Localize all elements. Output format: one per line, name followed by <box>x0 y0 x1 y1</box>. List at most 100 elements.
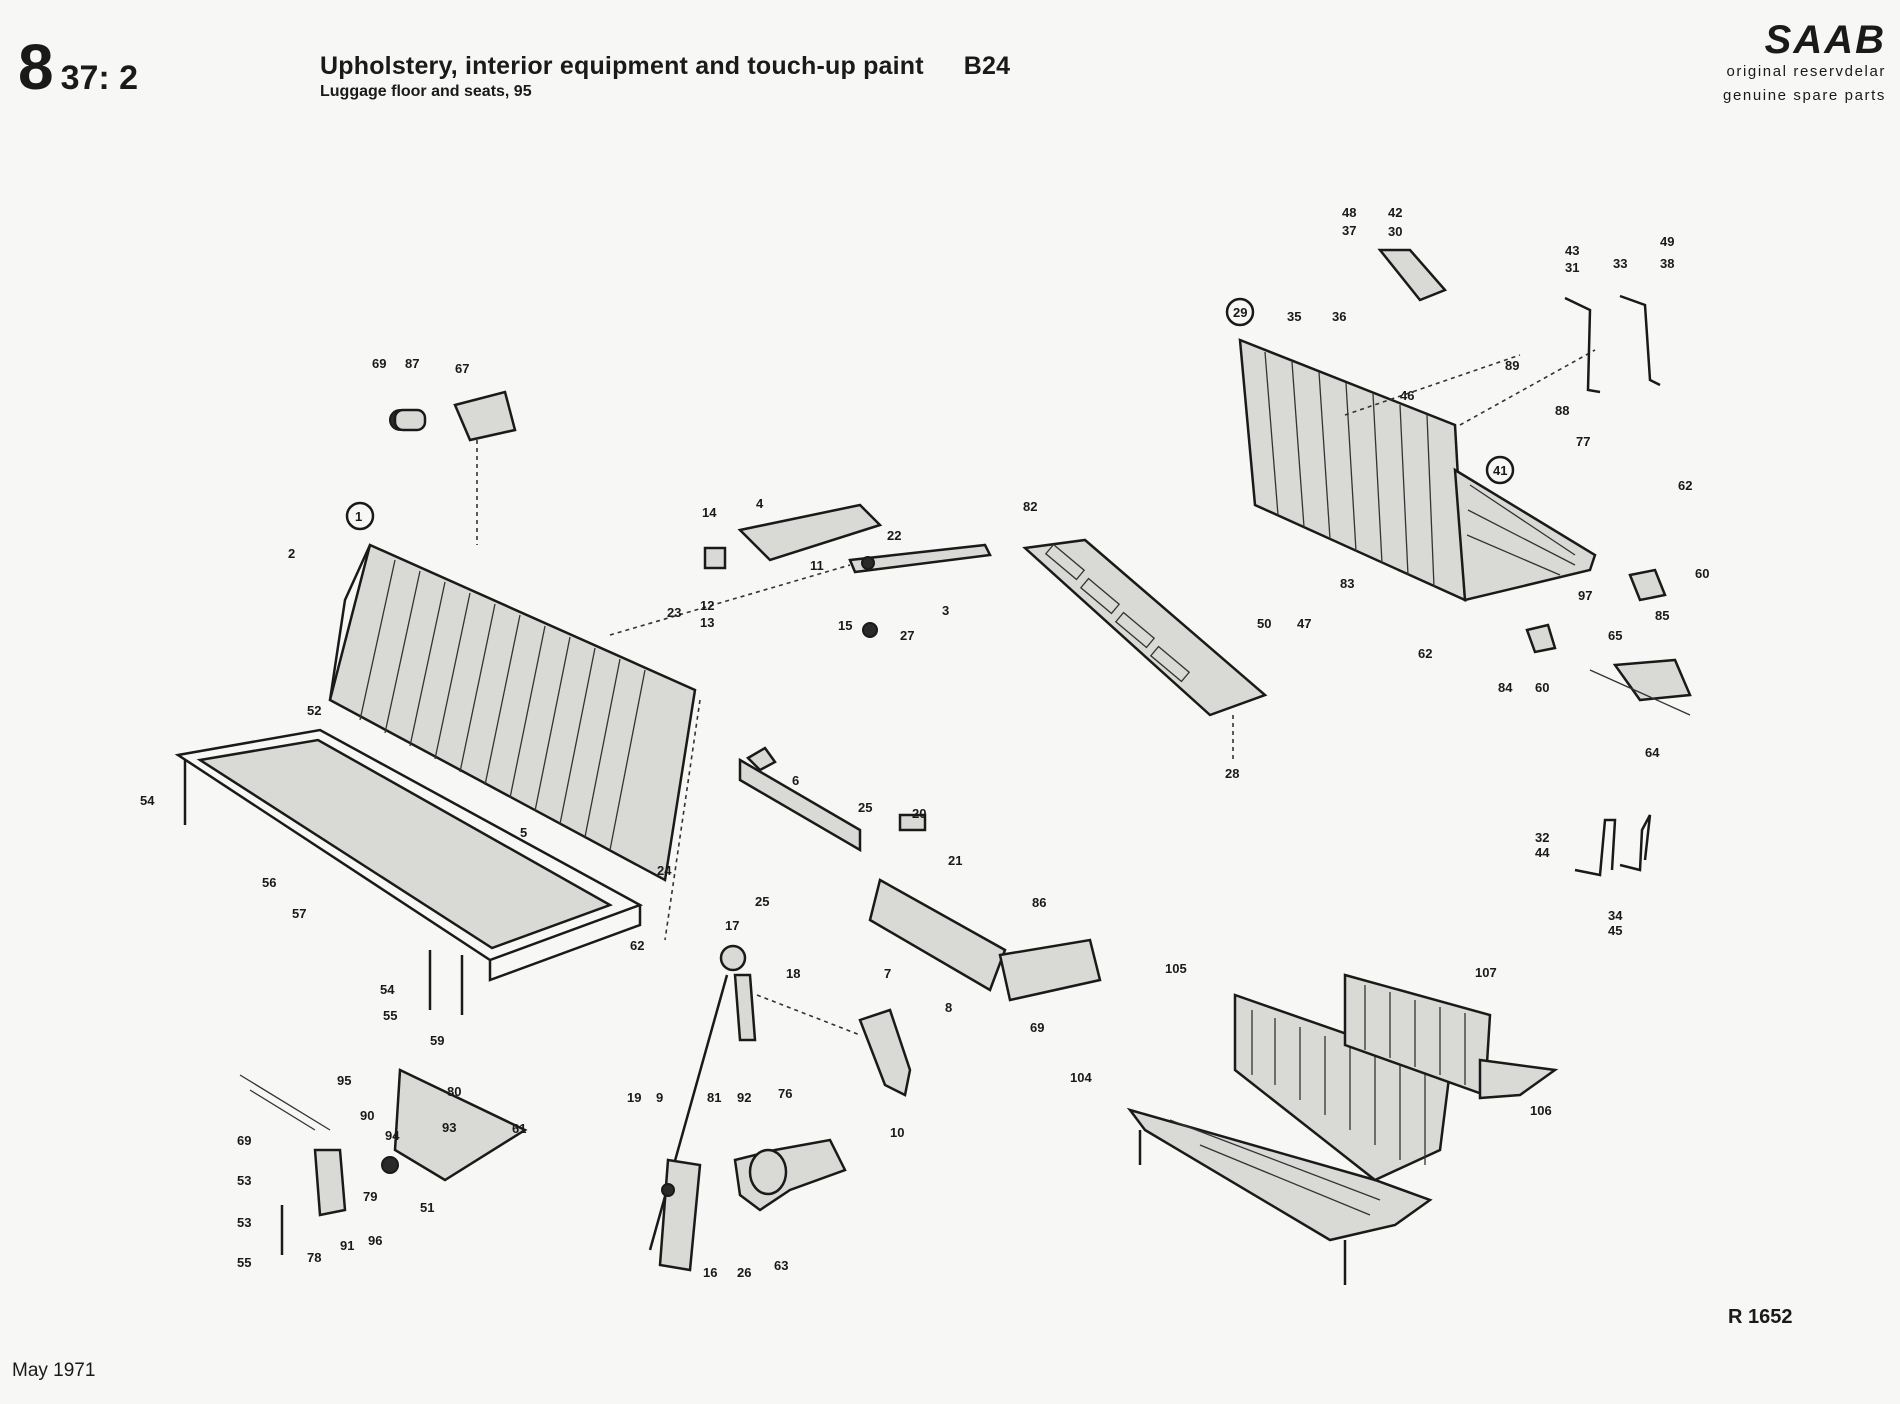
section-minor: 37: 2 <box>60 59 139 97</box>
callout-63: 63 <box>774 1258 788 1273</box>
bracket-upper <box>703 503 992 638</box>
floor-bracket-left <box>239 1068 528 1255</box>
callout-87: 87 <box>405 356 419 371</box>
callout-46: 46 <box>1400 388 1414 403</box>
callout-11: 11 <box>810 558 824 573</box>
callout-55a: 55 <box>383 1008 397 1023</box>
callout-15: 15 <box>838 618 852 633</box>
callout-106: 106 <box>1530 1103 1552 1118</box>
callout-62a: 62 <box>630 938 644 953</box>
callout-26: 26 <box>737 1265 751 1280</box>
seat-backrest <box>328 543 697 882</box>
callout-33: 33 <box>1613 256 1627 271</box>
brand-line-2: genuine spare parts <box>1723 87 1886 104</box>
page-subtitle: Luggage floor and seats, 95 <box>320 83 532 100</box>
callout-8: 8 <box>945 1000 952 1015</box>
callout-77: 77 <box>1576 434 1590 449</box>
saab-logo: SAAB <box>1764 18 1886 62</box>
callout-55b: 55 <box>237 1255 251 1270</box>
callout-53a: 53 <box>237 1173 251 1188</box>
callout-22: 22 <box>887 528 901 543</box>
callout-47: 47 <box>1297 616 1311 631</box>
callout-76: 76 <box>778 1086 792 1101</box>
armrest-piece <box>858 1008 912 1097</box>
callout-17: 17 <box>725 918 739 933</box>
seat-assembly-complete <box>1126 993 1452 1285</box>
brand-line-1: original reservdelar <box>1726 63 1886 80</box>
brand-block: SAAB original reservdelar genuine spare … <box>1723 20 1886 108</box>
seat-cushion-frame <box>174 728 644 1015</box>
callout-18: 18 <box>786 966 800 981</box>
callout-23: 23 <box>667 605 681 620</box>
callout-80: 80 <box>447 1084 461 1099</box>
title-text: Upholstery, interior equipment and touch… <box>320 52 924 80</box>
callout-34: 34 <box>1608 908 1623 923</box>
callout-45: 45 <box>1608 923 1622 938</box>
callout-4: 4 <box>756 496 764 511</box>
luggage-floor-strip <box>1022 538 1268 717</box>
callout-1: 1 <box>355 509 362 524</box>
page-title: Upholstery, interior equipment and touch… <box>320 52 1010 81</box>
callout-2: 2 <box>288 546 295 561</box>
callout-82: 82 <box>1023 499 1037 514</box>
callout-105: 105 <box>1165 961 1187 976</box>
hinge-top <box>389 390 517 442</box>
callout-78: 78 <box>307 1250 321 1265</box>
callout-59: 59 <box>430 1033 444 1048</box>
callout-21: 21 <box>948 853 962 868</box>
buffer-63 <box>733 1138 847 1212</box>
callout-10: 10 <box>890 1125 904 1140</box>
callout-93: 93 <box>442 1120 456 1135</box>
callout-labels: 1 2 3 4 5 6 7 8 9 10 11 12 13 14 15 16 1… <box>140 205 1709 1280</box>
callout-90: 90 <box>360 1108 374 1123</box>
callout-69a: 69 <box>372 356 386 371</box>
callout-3: 3 <box>942 603 949 618</box>
callout-57: 57 <box>292 906 306 921</box>
callout-6: 6 <box>792 773 799 788</box>
callout-62c: 62 <box>1418 646 1432 661</box>
callout-95: 95 <box>337 1073 351 1088</box>
hinge-lower <box>648 944 861 1251</box>
callout-69c: 69 <box>237 1133 251 1148</box>
callout-51: 51 <box>420 1200 434 1215</box>
callout-79: 79 <box>363 1189 377 1204</box>
callout-24: 24 <box>657 863 672 878</box>
callout-25b: 25 <box>755 894 769 909</box>
callout-5: 5 <box>520 825 527 840</box>
callout-56: 56 <box>262 875 276 890</box>
brackets-32-34 <box>1574 814 1652 877</box>
callout-52: 52 <box>307 703 321 718</box>
callout-65: 65 <box>1608 628 1622 643</box>
callout-81: 81 <box>707 1090 721 1105</box>
callout-92: 92 <box>737 1090 751 1105</box>
model-code: B24 <box>963 52 1011 80</box>
callout-48: 48 <box>1342 205 1356 220</box>
callout-96: 96 <box>368 1233 382 1248</box>
callout-12: 12 <box>700 598 714 613</box>
callout-67: 67 <box>455 361 469 376</box>
callout-53b: 53 <box>237 1215 251 1230</box>
callout-14: 14 <box>702 505 717 520</box>
callout-61: 61 <box>512 1121 526 1136</box>
callout-30: 30 <box>1388 224 1402 239</box>
callout-41: 41 <box>1493 463 1507 478</box>
lock-plate <box>658 1158 702 1272</box>
callout-85: 85 <box>1655 608 1669 623</box>
folding-backrest <box>1238 248 1597 602</box>
callout-60a: 60 <box>1695 566 1709 581</box>
drawing-reference: R 1652 <box>1728 1306 1793 1328</box>
callout-86: 86 <box>1032 895 1046 910</box>
callout-38: 38 <box>1660 256 1674 271</box>
seat-assembly-folded <box>1343 973 1559 1100</box>
callout-19: 19 <box>627 1090 641 1105</box>
callout-88: 88 <box>1555 403 1569 418</box>
callout-89: 89 <box>1505 358 1519 373</box>
callout-91: 91 <box>340 1238 354 1253</box>
section-major: 8 <box>18 31 54 103</box>
callout-64: 64 <box>1645 745 1660 760</box>
callout-29: 29 <box>1233 305 1247 320</box>
callout-50: 50 <box>1257 616 1271 631</box>
callout-13: 13 <box>700 615 714 630</box>
